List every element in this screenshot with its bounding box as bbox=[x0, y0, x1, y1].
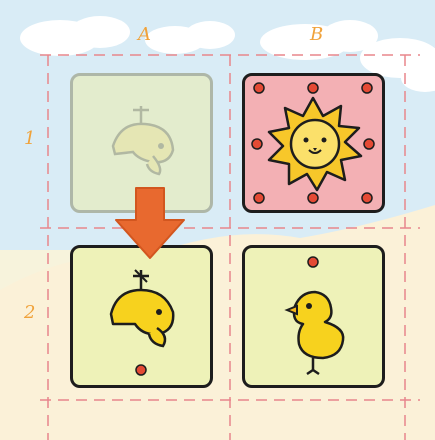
down-arrow-icon bbox=[115, 187, 185, 259]
lion-icon bbox=[251, 82, 375, 204]
tile-a2-chick[interactable] bbox=[70, 245, 213, 388]
move-dot-marker bbox=[307, 256, 319, 268]
row-label-2: 2 bbox=[24, 302, 36, 323]
chick-icon bbox=[284, 256, 345, 376]
chick-icon bbox=[111, 106, 175, 176]
chick-icon bbox=[109, 269, 175, 376]
row-label-1: 1 bbox=[24, 128, 36, 149]
move-dot-marker bbox=[135, 364, 147, 376]
column-label-b: B bbox=[310, 24, 324, 45]
column-label-a: A bbox=[138, 24, 151, 45]
tile-b1-lion[interactable] bbox=[242, 73, 385, 213]
tile-b2-chick[interactable] bbox=[242, 245, 385, 388]
